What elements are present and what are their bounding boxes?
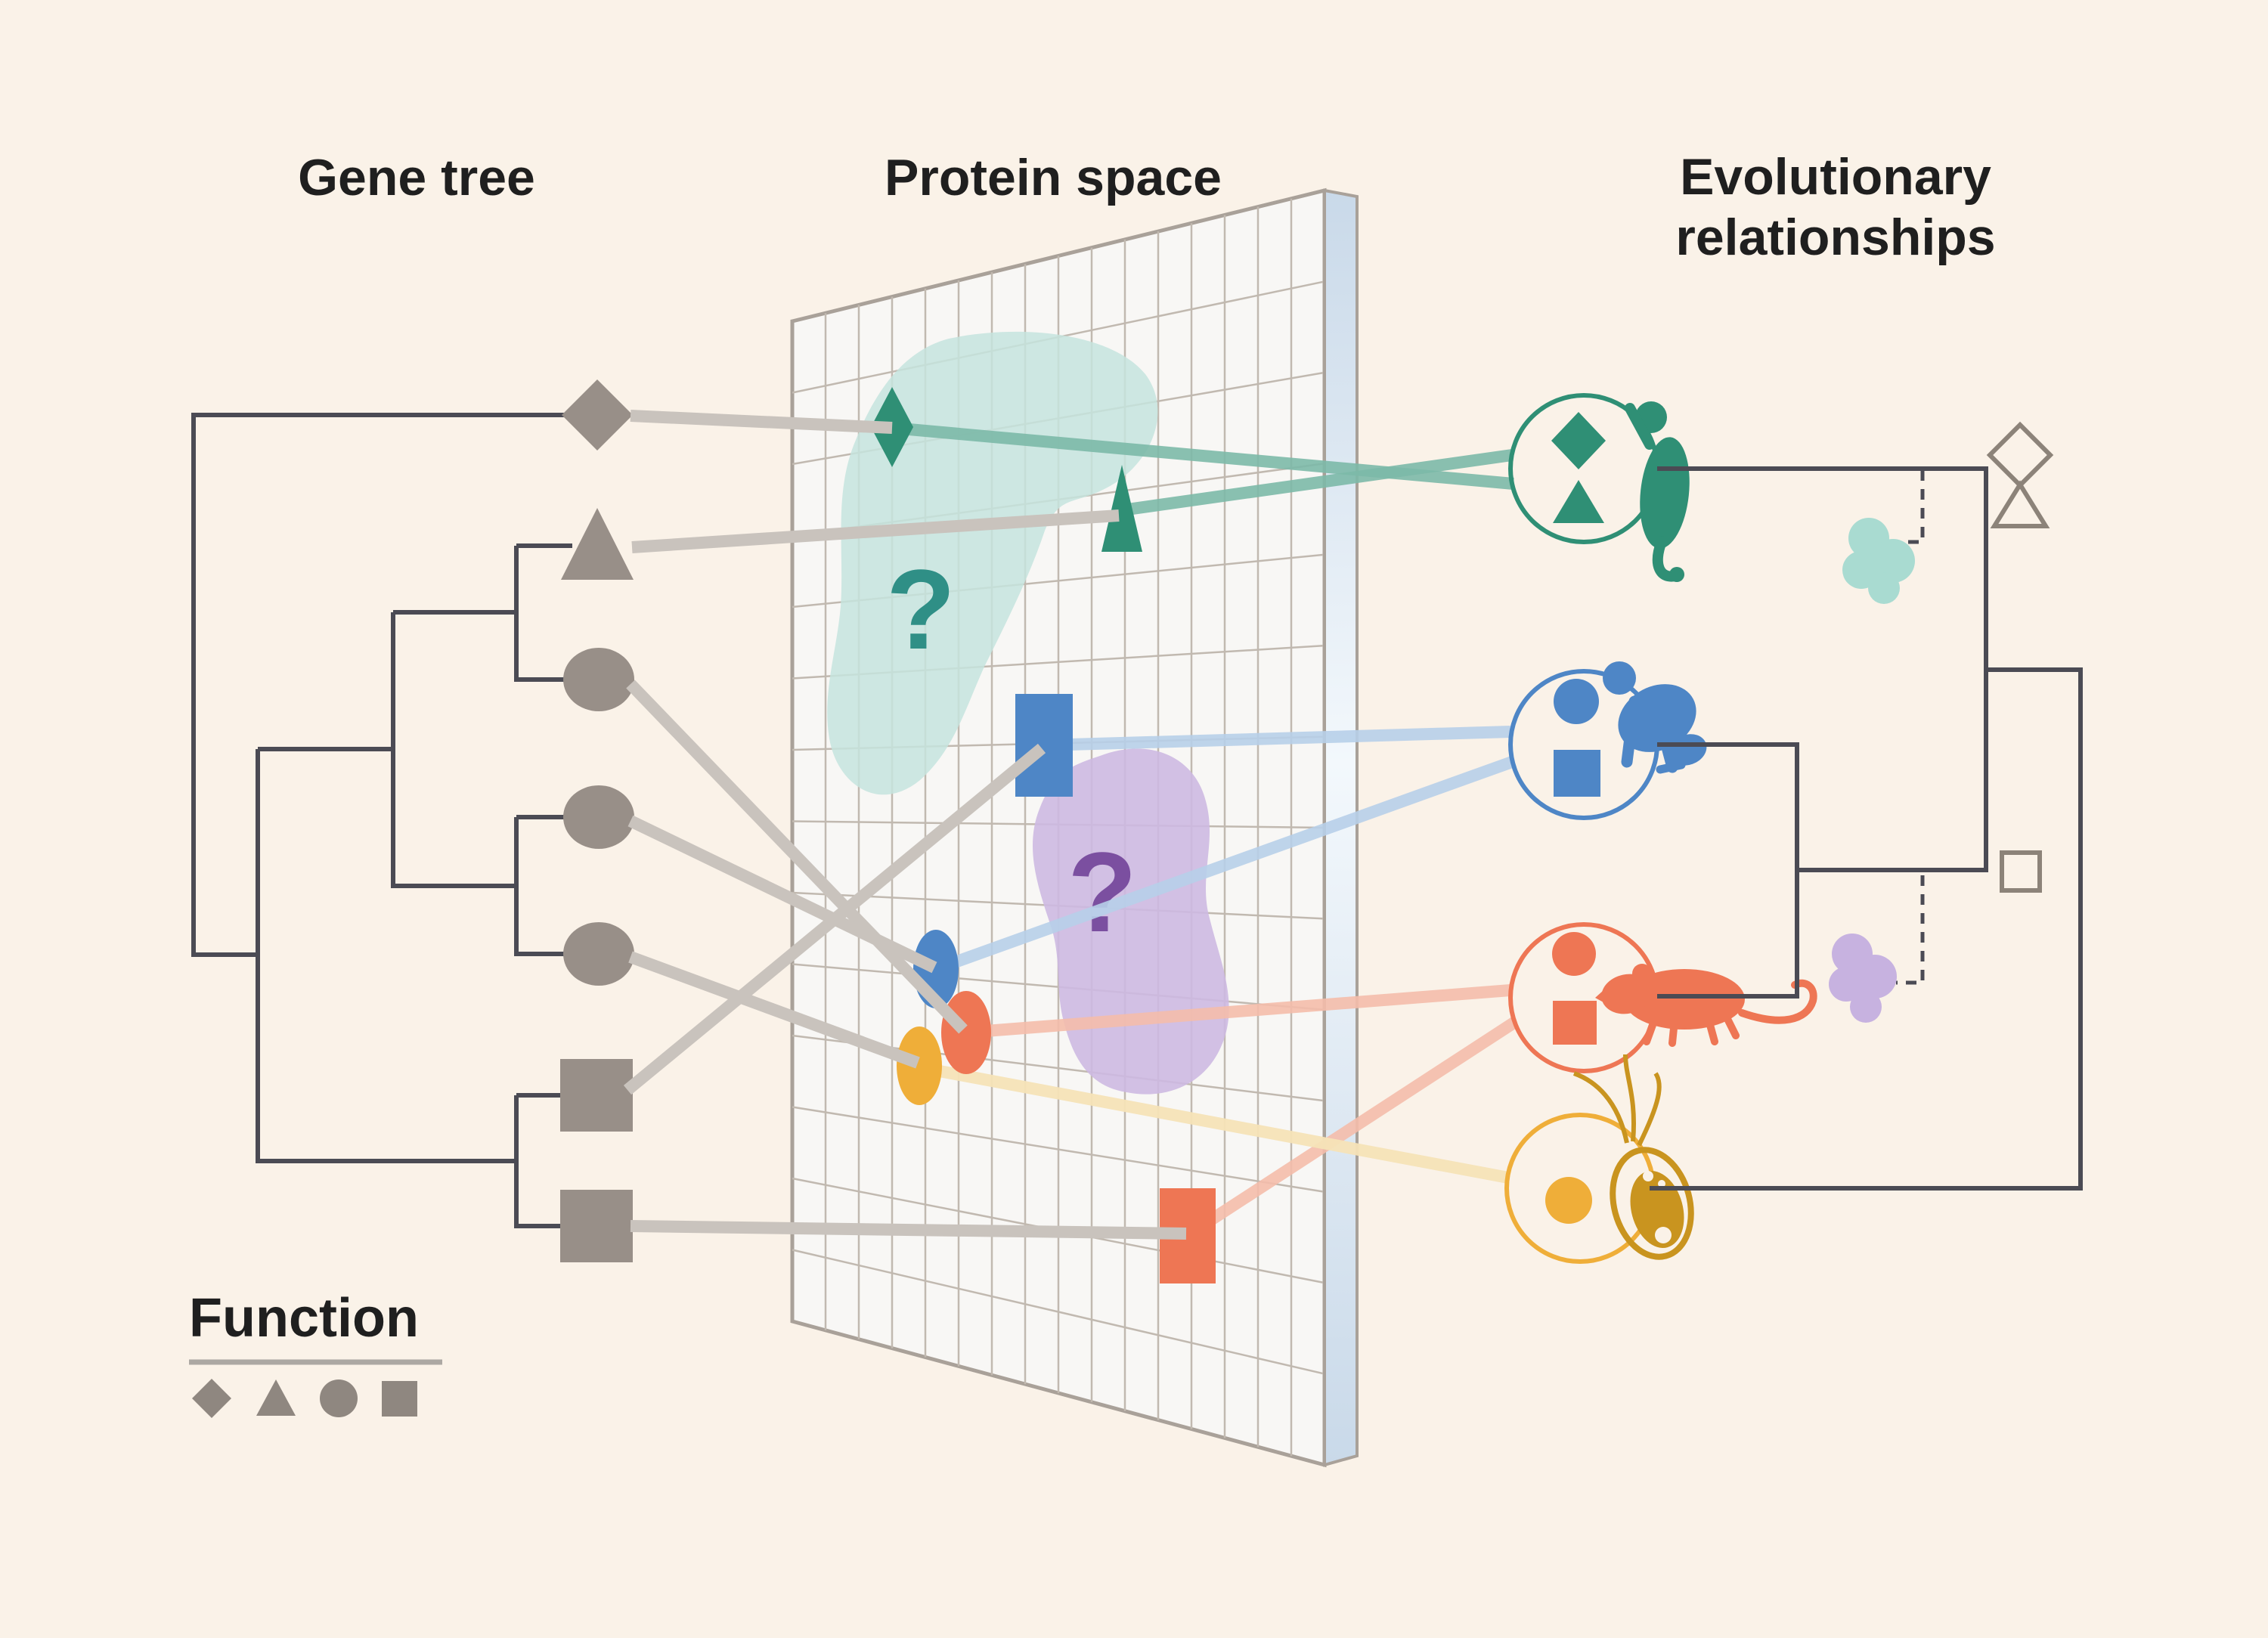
gray-beam-triangle	[631, 509, 1120, 553]
legend-triangle-icon	[256, 1379, 296, 1416]
gibbon-triangle	[1553, 480, 1604, 523]
species-gibbon	[1508, 393, 1690, 582]
gibbon-icon	[1625, 401, 1690, 582]
chimpanzee-icon	[1603, 661, 1707, 774]
gene-tree-branch	[514, 543, 572, 682]
rat-square	[1553, 1001, 1597, 1045]
gene-tip-square	[560, 1059, 633, 1132]
alga-circle	[1545, 1177, 1592, 1224]
gene-tip-circle	[563, 922, 634, 986]
legend-square-icon	[382, 1381, 417, 1417]
blue-beam	[1043, 726, 1511, 751]
gene-tree-title: Gene tree	[298, 149, 535, 206]
grid-line	[792, 1249, 1325, 1375]
species-branch-chimp-rat	[1657, 742, 1799, 999]
legend-title: Function	[189, 1288, 419, 1348]
ancestral-purple-blob	[1829, 934, 1897, 1023]
gray-beam-square2	[630, 1220, 1187, 1240]
gene-tip-triangle	[561, 508, 634, 580]
species-branch-root-alga	[1650, 667, 2083, 1191]
gray-beam-square1	[623, 743, 1046, 1095]
gene-tip-diamond	[562, 379, 633, 451]
gibbon-diamond	[1551, 412, 1606, 469]
salmon-beam	[965, 984, 1511, 1039]
ancestral-teal-blob	[1842, 518, 1915, 604]
purple-question-mark: ?	[1067, 828, 1137, 955]
gene-tree-root-branch	[191, 413, 572, 957]
gray-beam-circle2	[627, 815, 937, 974]
gene-tree-branch	[391, 612, 516, 888]
yellow-beam	[918, 1061, 1510, 1184]
teal-question-mark: ?	[886, 546, 956, 673]
gene-tree-branch	[514, 815, 572, 956]
protein-blue-rect	[1015, 694, 1073, 797]
legend-diamond-icon	[192, 1379, 231, 1418]
chimp-circle	[1554, 679, 1599, 724]
species-chimpanzee	[1508, 661, 1707, 820]
purple-blob	[1032, 748, 1229, 1095]
legend-circle-icon	[320, 1379, 358, 1417]
ancestor-triangle-outline	[1990, 480, 2050, 528]
function-legend: Function	[189, 1288, 442, 1418]
gene-tree	[191, 379, 634, 1262]
species-rat	[1508, 922, 1817, 1073]
species-tree	[1650, 421, 2083, 1191]
svg-text:Evolutionary: Evolutionary	[1680, 148, 1991, 206]
chimp-square	[1554, 750, 1600, 797]
gene-tip-square	[560, 1190, 633, 1262]
gene-tip-circle	[563, 785, 634, 849]
gray-beam-diamond	[630, 410, 893, 434]
gene-tree-clade-branch	[256, 749, 516, 1163]
ancestor-square-outline	[2000, 850, 2042, 893]
gray-beam-circle1	[626, 680, 968, 1034]
salmon-beam	[1184, 1017, 1519, 1240]
grid-line	[792, 1106, 1325, 1193]
evolutionary-relationships-title: Evolutionary relationships	[1675, 148, 1995, 266]
protein-yellow-ellipse	[897, 1026, 942, 1105]
teal-beam	[1120, 449, 1514, 516]
dashed-link-teal	[1902, 470, 1925, 544]
blue-beam	[934, 756, 1514, 975]
grid-line	[792, 963, 1325, 1011]
protein-teal-triangle	[1101, 465, 1142, 552]
projection-beams	[891, 422, 1519, 1240]
rat-circle	[1552, 932, 1596, 976]
gene-tip-circle	[563, 648, 634, 711]
protein-space-title: Protein space	[885, 149, 1222, 206]
rat-icon	[1595, 964, 1817, 1047]
gray-beam-circle3	[628, 951, 920, 1069]
svg-text:relationships: relationships	[1675, 209, 1995, 266]
gene-beams	[623, 410, 1187, 1240]
protein-orange-ellipse	[941, 991, 991, 1074]
